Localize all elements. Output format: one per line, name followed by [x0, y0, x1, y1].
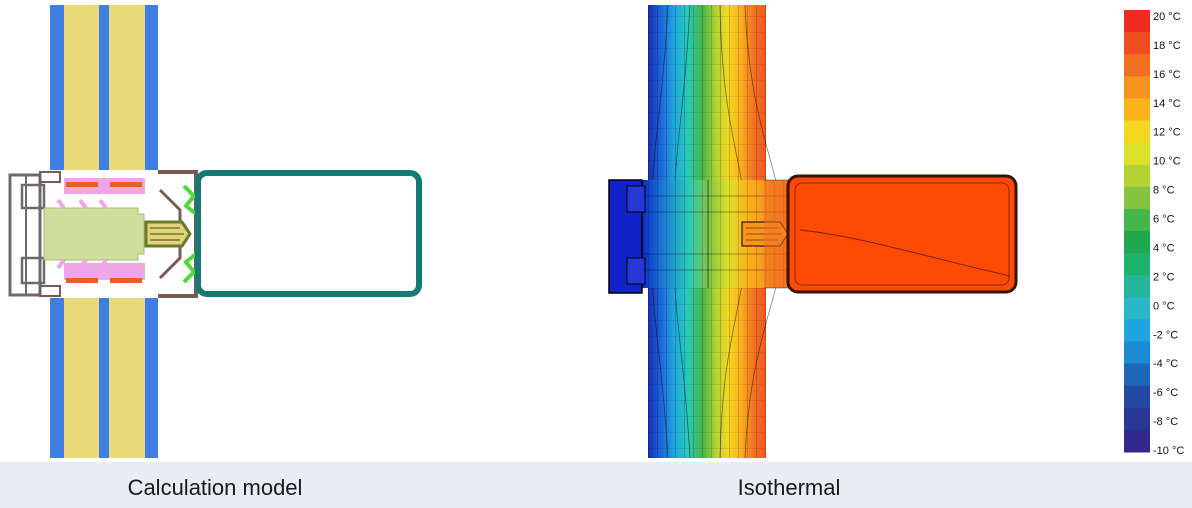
legend-swatch	[1124, 341, 1150, 365]
legend-label: -10 °C	[1153, 445, 1184, 457]
legend-label: 6 °C	[1153, 214, 1175, 226]
legend-swatch	[1124, 208, 1150, 232]
legend-label: 10 °C	[1153, 156, 1181, 168]
legend-label: -4 °C	[1153, 358, 1178, 370]
legend-swatch	[1124, 429, 1150, 453]
legend-label: 14 °C	[1153, 98, 1181, 110]
legend-swatch	[1124, 407, 1150, 431]
legend-swatch	[1124, 363, 1150, 387]
legend-label: -8 °C	[1153, 416, 1178, 428]
legend-labels: 20 °C 18 °C 16 °C 14 °C 12 °C 10 °C 8 °C 6 °C 4 …	[1153, 11, 1184, 457]
calculation-model	[8, 5, 422, 458]
legend-label: 18 °C	[1153, 40, 1181, 52]
legend-label: 0 °C	[1153, 300, 1175, 312]
legend-swatch	[1124, 186, 1150, 210]
legend-label: 2 °C	[1153, 271, 1175, 283]
legend-swatch	[1124, 142, 1150, 166]
isothermal-plot: 20 °C 18 °C 16 °C 14 °C 12 °C 10 °C 8 °C 6 °C 4 …	[608, 4, 1184, 459]
legend-swatch	[1124, 120, 1150, 144]
figure-svg: 20 °C 18 °C 16 °C 14 °C 12 °C 10 °C 8 °C 6 °C 4 …	[8, 4, 1184, 459]
legend-swatch	[1124, 76, 1150, 99]
temperature-legend: 20 °C 18 °C 16 °C 14 °C 12 °C 10 °C 8 °C 6 °C 4 …	[1124, 10, 1184, 457]
caption-calculation-model: Calculation model	[127, 475, 303, 500]
legend-swatches	[1124, 10, 1150, 453]
legend-label: -2 °C	[1153, 329, 1178, 341]
figure-stage: 20 °C 18 °C 16 °C 14 °C 12 °C 10 °C 8 °C 6 °C 4 …	[8, 4, 1184, 459]
legend-swatch	[1124, 297, 1150, 320]
legend-label: 16 °C	[1153, 69, 1181, 81]
legend-label: 20 °C	[1153, 11, 1181, 23]
legend-swatch	[1124, 98, 1150, 121]
thermal-break	[43, 207, 145, 261]
isotherm-mullion	[786, 174, 1018, 294]
legend-swatch	[1124, 54, 1150, 77]
legend-label: 4 °C	[1153, 242, 1175, 254]
screw-fastener	[144, 220, 192, 248]
legend-swatch	[1124, 319, 1150, 342]
legend-swatch	[1124, 253, 1150, 276]
mullion-tube	[195, 170, 422, 297]
legend-swatch	[1124, 385, 1150, 409]
legend-label: 8 °C	[1153, 185, 1175, 197]
seal	[182, 184, 198, 284]
legend-swatch	[1124, 164, 1150, 188]
legend-swatch	[1124, 231, 1150, 254]
legend-swatch	[1124, 10, 1150, 33]
caption-bar: Calculation model Isothermal	[0, 462, 1192, 508]
legend-swatch	[1124, 32, 1150, 55]
isotherm-outer-cap	[608, 179, 646, 294]
spacer-strip	[66, 182, 142, 283]
legend-swatch	[1124, 275, 1150, 298]
legend-label: -6 °C	[1153, 387, 1178, 399]
legend-label: 12 °C	[1153, 127, 1181, 139]
caption-isothermal: Isothermal	[737, 475, 841, 500]
